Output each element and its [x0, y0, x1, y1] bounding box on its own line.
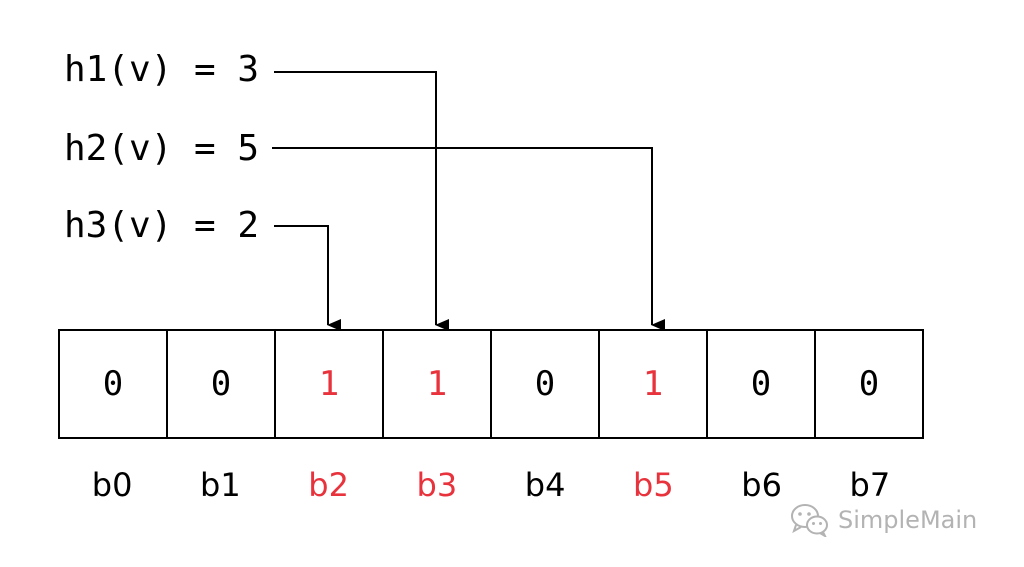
bit-index-b6: b6: [741, 466, 782, 504]
bit-index-b2: b2: [308, 466, 349, 504]
bit-index-b3: b3: [416, 466, 458, 504]
bit-cell-b3: 1: [382, 329, 492, 439]
bit-cell-b4: 0: [490, 329, 600, 439]
bit-index-b7: b7: [849, 466, 891, 504]
bit-index-b1: b1: [200, 466, 241, 504]
hash-function-h1-label: h1(v) = 3: [64, 49, 260, 90]
watermark: SimpleMain: [790, 503, 977, 537]
wechat-icon: [791, 504, 828, 537]
bit-cell-b0: 0: [58, 329, 168, 439]
bit-index-row: b0 b1 b2 b3 b4 b5 b6 b7: [58, 466, 924, 510]
bit-index-b4: b4: [524, 466, 566, 504]
bit-index-b5: b5: [633, 466, 674, 504]
hash-function-h3-label: h3(v) = 2: [64, 205, 260, 246]
hash-function-h2-label: h2(v) = 5: [64, 128, 260, 169]
arrow-h1-to-b3: [274, 71, 449, 331]
arrow-h3-to-b2: [274, 225, 341, 331]
arrow-h2-to-b5: [272, 147, 665, 331]
bit-cell-b6: 0: [706, 329, 816, 439]
watermark-text: SimpleMain: [838, 506, 978, 534]
bit-array: 0 0 1 1 0 1 0 0: [58, 329, 924, 439]
bit-index-b0: b0: [91, 466, 133, 504]
bit-cell-b7: 0: [814, 329, 924, 439]
bit-cell-b1: 0: [166, 329, 276, 439]
bit-cell-b5: 1: [598, 329, 708, 439]
bit-cell-b2: 1: [274, 329, 384, 439]
